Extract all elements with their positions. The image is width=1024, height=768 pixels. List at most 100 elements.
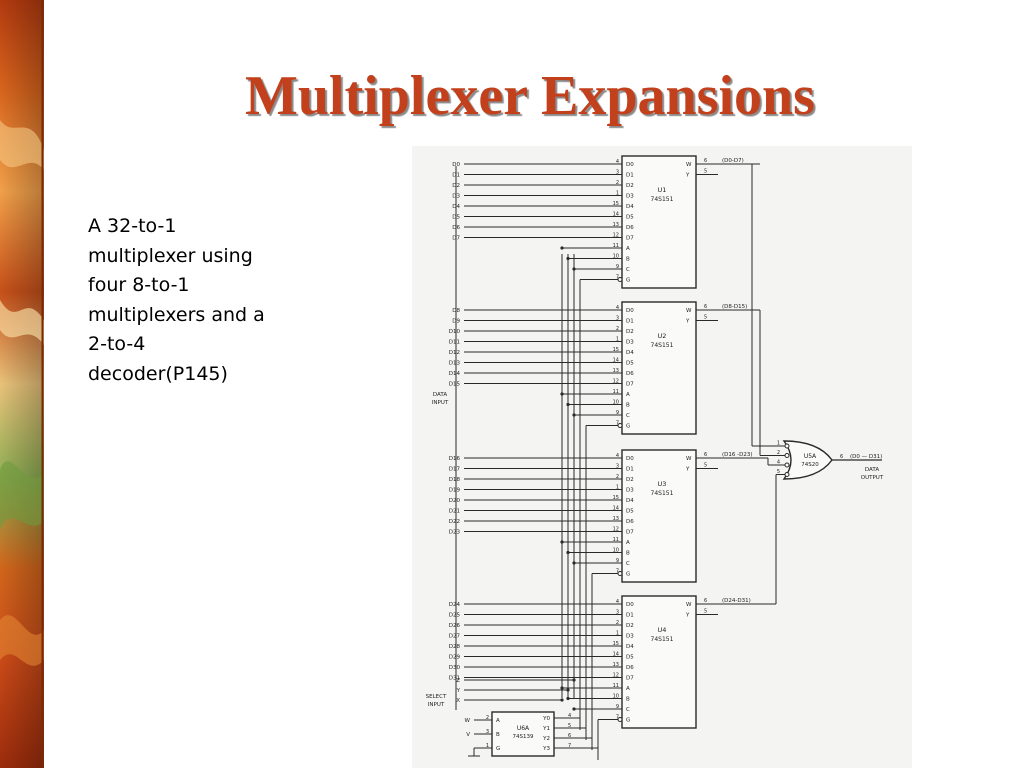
junction-dot <box>566 402 570 407</box>
or-input-bubble <box>784 453 790 458</box>
mux-pin-number: 12 <box>613 379 619 385</box>
or-gate-part: 74S20 <box>801 462 819 468</box>
mux-pin-name: D1 <box>626 173 634 179</box>
mux-pin-number: 13 <box>613 516 619 522</box>
mux-pin-number: 2 <box>616 180 619 186</box>
mux-out-pin: Y <box>685 467 690 473</box>
mux-pin-name: B <box>626 403 630 409</box>
junction-dot <box>566 696 570 701</box>
decoder-out-pin-number: 7 <box>568 743 571 749</box>
mux-pin-name: G <box>626 572 630 578</box>
decoder-out-pin: Y3 <box>542 746 550 752</box>
mux-pin-name: D3 <box>626 340 634 346</box>
data-input-label: D13 <box>449 361 461 367</box>
junction-dot <box>560 540 564 544</box>
junction-dot <box>566 688 570 692</box>
mux-pin-number: 2 <box>616 474 619 480</box>
mux-pin-name: D6 <box>626 665 634 671</box>
caption-line: four 8-to-1 <box>88 274 190 296</box>
mux-pin-number: 1 <box>616 631 619 637</box>
junction-dot <box>572 678 576 682</box>
mux-pin-number: 15 <box>613 641 619 647</box>
mux-pin-number: 7 <box>616 569 619 575</box>
data-input-label: D0 <box>452 162 460 168</box>
caption-line: 2-to-4 <box>88 333 146 355</box>
mux-pin-name: D1 <box>626 467 634 473</box>
mux-pin-name: D2 <box>626 623 634 629</box>
data-input-label: D26 <box>449 623 461 629</box>
mux-pin-number: 10 <box>613 254 619 260</box>
data-input-title: INPUT <box>432 400 449 406</box>
select-input-title: INPUT <box>428 702 445 708</box>
data-input-label: D24 <box>449 602 461 608</box>
junction-dot <box>560 698 564 702</box>
data-input-label: D27 <box>449 634 461 640</box>
mux-pin-number: 9 <box>616 704 619 710</box>
mux-pin-name: D6 <box>626 225 634 231</box>
decoder-in-pin-number: 1 <box>486 743 489 749</box>
mux-name: U4 <box>658 626 667 634</box>
mux-out-pin-number: 6 <box>704 598 707 604</box>
decoder-name: U6A <box>517 725 530 732</box>
mux-pin-number: 4 <box>616 305 619 311</box>
inversion-bubble <box>617 717 623 722</box>
junction-dot <box>560 246 564 250</box>
select-line-label: Z <box>456 678 460 684</box>
decoder-chip-U6A <box>491 711 555 757</box>
mux-pin-name: D3 <box>626 194 634 200</box>
mux-pin-number: 9 <box>616 410 619 416</box>
decoder-in-pin: G <box>496 746 500 752</box>
mux-pin-name: A <box>626 246 630 252</box>
mux-pin-number: 3 <box>616 610 619 616</box>
mux-pin-number: 10 <box>613 694 619 700</box>
or-input-pin-number: 2 <box>777 450 780 456</box>
mux-pin-number: 1 <box>616 485 619 491</box>
mux-pin-number: 11 <box>613 537 619 543</box>
mux-pin-name: G <box>626 278 630 284</box>
mux-pin-number: 15 <box>613 347 619 353</box>
data-output-title: OUTPUT <box>861 475 884 481</box>
data-input-label: D23 <box>449 530 461 536</box>
mux-pin-number: 10 <box>613 548 619 554</box>
mux-part: 74S151 <box>651 636 674 643</box>
mux-pin-name: D3 <box>626 634 634 640</box>
mux-pin-name: D2 <box>626 329 634 335</box>
slide-title: Multiplexer Expansions <box>245 65 815 127</box>
mux-pin-name: D2 <box>626 183 634 189</box>
junction-dot <box>572 561 576 565</box>
data-input-label: D22 <box>449 519 460 525</box>
mux-pin-number: 4 <box>616 159 619 165</box>
mux-out-pin: Y <box>685 173 690 179</box>
terrain-image <box>0 0 44 768</box>
inversion-bubble <box>617 571 623 576</box>
mux-pin-number: 12 <box>613 673 619 679</box>
mux-pin-number: 1 <box>616 191 619 197</box>
decoder-in-pin-number: 2 <box>486 715 489 721</box>
mux-out-pin-number: 6 <box>704 158 707 164</box>
caption-line: multiplexers and a <box>88 303 265 326</box>
mux-out-pin: W <box>686 602 692 608</box>
mux-part: 74S151 <box>651 342 674 349</box>
mux-pin-name: B <box>626 551 630 557</box>
or-input-bubble <box>784 443 790 449</box>
mux-out-pin-number: 5 <box>704 169 707 175</box>
mux-pin-number: 2 <box>616 326 619 332</box>
mux-pin-number: 14 <box>613 506 619 512</box>
data-input-label: D16 <box>449 456 461 462</box>
mux-chip-U4 <box>621 595 697 729</box>
mux-pin-number: 14 <box>613 652 619 658</box>
data-input-label: D21 <box>449 509 460 515</box>
decoder-input-label: V <box>466 732 470 738</box>
mux-pin-name: D7 <box>626 382 634 388</box>
data-input-label: D31 <box>449 676 460 682</box>
mux-pin-number: 3 <box>616 316 619 322</box>
mux-pin-number: 4 <box>616 599 619 605</box>
mux-out-pin-number: 5 <box>704 315 707 321</box>
mux-pin-name: D4 <box>626 498 634 504</box>
decoder-out-pin: Y0 <box>542 716 550 722</box>
mux-pin-number: 2 <box>616 620 619 626</box>
data-input-label: D10 <box>449 329 461 335</box>
data-input-label: D15 <box>449 382 461 388</box>
mux-pin-number: 15 <box>613 201 619 207</box>
mux-pin-name: C <box>626 267 630 273</box>
